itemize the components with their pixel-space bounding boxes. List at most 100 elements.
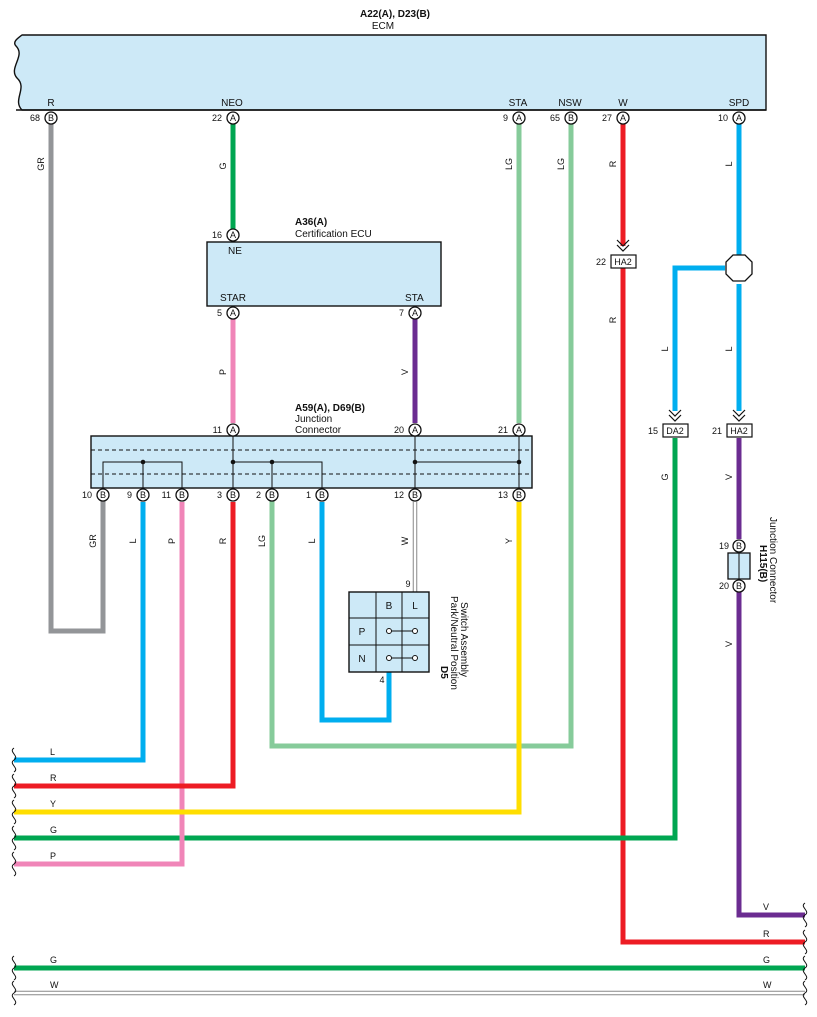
jc-pin-12b: 12 xyxy=(394,490,404,500)
jc-pin-3b: 3 xyxy=(217,490,222,500)
jc-pin-11a-conn: A xyxy=(230,425,236,435)
wire-label-p-11b: P xyxy=(167,538,177,544)
wire-label-right-r: R xyxy=(763,929,770,939)
ecm-pin-68-conn: B xyxy=(48,113,54,123)
jc-pin-11b: 11 xyxy=(162,490,171,500)
wire-label-g: G xyxy=(218,162,228,169)
jc-pin-10b-conn: B xyxy=(100,490,106,500)
jc-name-2: Connector xyxy=(295,425,342,436)
pnp-col-l: L xyxy=(412,601,418,612)
ecm-pin-27-conn: A xyxy=(620,113,626,123)
ecm-box xyxy=(13,34,767,111)
wire-v-h115 xyxy=(736,591,805,918)
cert-pin-16-conn: A xyxy=(230,230,236,240)
h115-junction-connector: 19 B 20 B H115(B) Junction Connector xyxy=(719,517,778,604)
cert-name: Certification ECU xyxy=(295,229,372,240)
pnp-row-p: P xyxy=(359,627,366,638)
wire-label-v-h115: V xyxy=(724,641,734,647)
wire-gr xyxy=(48,124,106,634)
ecm-code: A22(A), D23(B) xyxy=(360,9,430,20)
splice-da2: DA2 15 xyxy=(648,409,689,438)
cert-pin-5: 5 xyxy=(217,308,222,318)
wire-label-l-mid: L xyxy=(724,346,734,351)
wire-l-9b xyxy=(14,502,146,763)
wire-l-1b xyxy=(319,502,392,723)
switch-contacts xyxy=(386,628,418,661)
wire-r-w-lower xyxy=(620,268,805,945)
wire-label-left-l: L xyxy=(50,747,55,757)
h115-pin-19-conn: B xyxy=(736,541,742,551)
ecm-term-spd-label: SPD xyxy=(729,98,750,109)
h115-pin-20-conn: B xyxy=(736,581,742,591)
jc-pin-10b: 10 xyxy=(82,490,92,500)
pnp-row-n: N xyxy=(358,654,365,665)
cert-term-star: STAR xyxy=(220,293,246,304)
wire-l-branch xyxy=(672,265,725,411)
wire-label-l-top: L xyxy=(724,161,734,166)
splice-point xyxy=(725,254,753,282)
h115-code: H115(B) xyxy=(757,545,768,582)
wire-label-r-mid: R xyxy=(608,316,618,323)
wire-label-l-9b: L xyxy=(128,538,138,543)
jc-pin-21a: 21 xyxy=(498,425,508,435)
ecm-pin-10-conn: A xyxy=(736,113,742,123)
ha2-right-name: HA2 xyxy=(730,426,748,436)
jc-pin-13b: 13 xyxy=(498,490,508,500)
ha2-left-name: HA2 xyxy=(614,257,632,267)
ecm-term-neo-label: NEO xyxy=(221,98,243,109)
ha2-right-pin: 21 xyxy=(712,426,722,436)
wire-label-y-13b: Y xyxy=(504,538,514,544)
da2-pin: 15 xyxy=(648,426,658,436)
wire-label-g-da2: G xyxy=(660,473,670,480)
cert-pin-7: 7 xyxy=(399,308,404,318)
cert-code: A36(A) xyxy=(295,217,327,228)
wire-lg-nsw xyxy=(269,124,574,749)
wire-label-gr: GR xyxy=(36,157,46,171)
junction-connector: A59(A), D69(B) Junction Connector 11 A 2… xyxy=(82,403,533,502)
ecm-term-w-label: W xyxy=(618,98,628,109)
ecm-term-sta-label: STA xyxy=(509,98,528,109)
ecm-name: ECM xyxy=(372,21,394,32)
wire-label-bottom-g-left: G xyxy=(50,955,57,965)
jc-pin-9b: 9 xyxy=(127,490,132,500)
h115-name: Junction Connector xyxy=(767,517,778,604)
pnp-name-2: Switch Assembly xyxy=(458,602,469,677)
certification-ecu: A36(A) Certification ECU 16 A NE STAR ST… xyxy=(206,217,442,320)
jc-pin-2b: 2 xyxy=(256,490,261,500)
jc-pin-13b-conn: B xyxy=(516,490,522,500)
wire-labels: GR G LG LG R L R L L P V G V GR L P R LG… xyxy=(36,157,772,990)
wire-label-l-1b: L xyxy=(307,538,317,543)
ecm-pin-10: 10 xyxy=(718,113,728,123)
wire-label-l-branch: L xyxy=(660,346,670,351)
da2-name: DA2 xyxy=(666,426,684,436)
ecm-pin-65: 65 xyxy=(550,113,560,123)
pnp-pin-4: 4 xyxy=(379,675,384,685)
wire-label-v-ha2: V xyxy=(724,474,734,480)
park-neutral-switch: 9 B L P N 4 D5 Park/Neutral Position Swi… xyxy=(348,579,469,690)
wire-r-3b xyxy=(14,502,236,789)
wire-label-lg-2b: LG xyxy=(257,535,267,547)
wires xyxy=(14,124,805,996)
ecm-term-nsw-label: NSW xyxy=(558,98,582,109)
jc-pin-11a: 11 xyxy=(213,425,222,435)
pnp-pin-9: 9 xyxy=(405,579,410,589)
h115-pin-20: 20 xyxy=(719,581,729,591)
jc-pin-1b: 1 xyxy=(306,490,311,500)
ecm-pin-27: 27 xyxy=(602,113,612,123)
jc-name-1: Junction xyxy=(295,414,332,425)
jc-pin-3b-conn: B xyxy=(230,490,236,500)
wire-label-bottom-g-right: G xyxy=(763,955,770,965)
jc-code: A59(A), D69(B) xyxy=(295,403,365,414)
wire-y-13b xyxy=(14,502,522,815)
ecm-pin-68: 68 xyxy=(30,113,40,123)
wire-label-lg-nsw: LG xyxy=(556,158,566,170)
wire-label-left-r: R xyxy=(50,773,57,783)
wire-label-left-g: G xyxy=(50,825,57,835)
pnp-code: D5 xyxy=(438,666,449,679)
wire-label-left-p: P xyxy=(50,851,56,861)
ecm-component: A22(A), D23(B) ECM R NEO STA NSW W SPD xyxy=(13,9,767,111)
ha2-left-pin: 22 xyxy=(596,257,606,267)
pnp-name-1: Park/Neutral Position xyxy=(448,596,459,690)
wire-label-r-3b: R xyxy=(218,537,228,544)
break-marks xyxy=(11,747,808,1006)
